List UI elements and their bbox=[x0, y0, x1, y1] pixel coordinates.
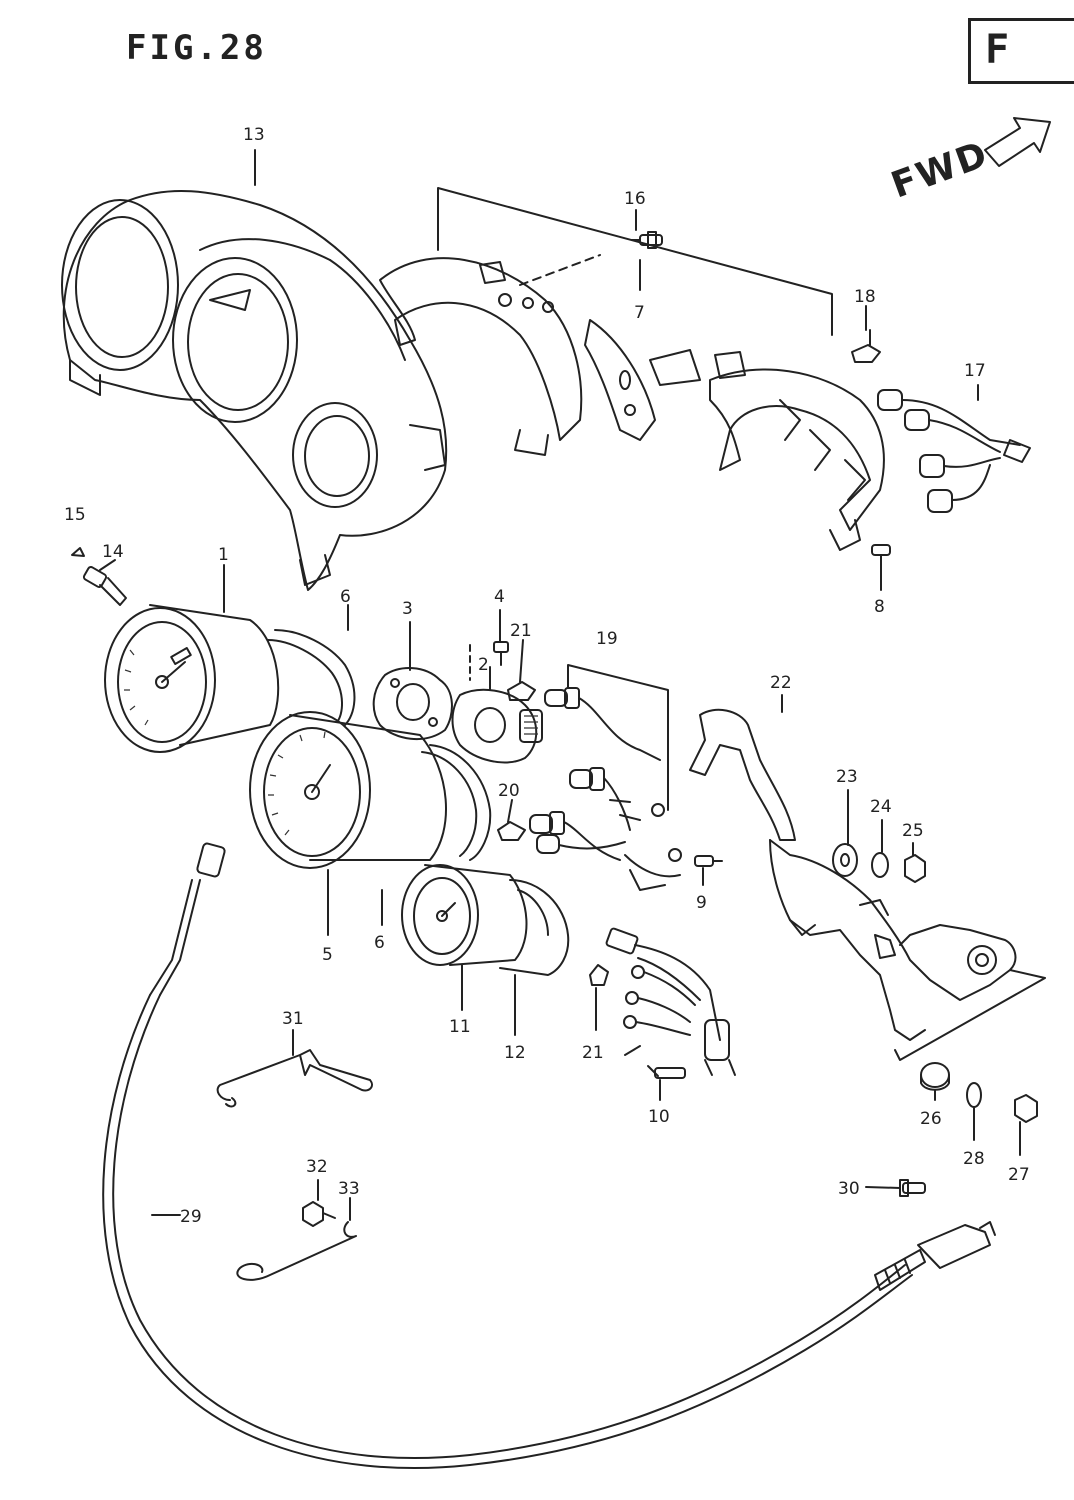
part-7-screw bbox=[631, 231, 663, 249]
part-9-screw bbox=[694, 855, 723, 867]
part-26-grommet bbox=[920, 1062, 950, 1091]
callout-8: 8 bbox=[874, 597, 885, 617]
part-20-grommet bbox=[497, 821, 526, 841]
callout-15: 15 bbox=[64, 505, 86, 525]
part-23-cushion bbox=[832, 843, 858, 877]
callout-12: 12 bbox=[504, 1043, 526, 1063]
callout-leaders bbox=[99, 149, 1021, 1221]
part-6-gasket-upper bbox=[274, 629, 356, 726]
callout-33: 33 bbox=[338, 1179, 360, 1199]
callout-30: 30 bbox=[838, 1179, 860, 1199]
callout-27: 27 bbox=[1008, 1165, 1030, 1185]
callout-13: 13 bbox=[243, 125, 265, 145]
callout-23: 23 bbox=[836, 767, 858, 787]
callout-24: 24 bbox=[870, 797, 892, 817]
part-19-harness bbox=[529, 687, 682, 891]
part-6-gasket-lower bbox=[429, 744, 492, 861]
part-3-plate bbox=[372, 667, 453, 741]
callout-3: 3 bbox=[402, 599, 413, 619]
callout-6-upper: 6 bbox=[340, 587, 351, 607]
callout-16: 16 bbox=[624, 189, 646, 209]
part-14-bulb bbox=[82, 566, 127, 606]
callout-4: 4 bbox=[494, 587, 505, 607]
part-15-bulb-tip bbox=[71, 547, 85, 557]
part-28-washer bbox=[966, 1082, 982, 1108]
callout-1: 1 bbox=[218, 545, 229, 565]
callout-32: 32 bbox=[306, 1157, 328, 1177]
part-8-screw bbox=[871, 544, 891, 566]
part-18-clip bbox=[851, 344, 881, 363]
callout-29: 29 bbox=[180, 1207, 202, 1227]
part-22-bracket bbox=[689, 708, 1017, 1041]
part-10-screw bbox=[647, 1065, 686, 1079]
indicator-panel bbox=[649, 349, 1031, 551]
callout-22: 22 bbox=[770, 673, 792, 693]
meter-inner-panel bbox=[379, 257, 656, 456]
callout-11: 11 bbox=[449, 1017, 471, 1037]
part-21-grommet-upper bbox=[507, 681, 536, 701]
callout-20: 20 bbox=[498, 781, 520, 801]
callout-17: 17 bbox=[964, 361, 986, 381]
part-1-gauge bbox=[104, 604, 280, 753]
section-code: F bbox=[985, 27, 1018, 73]
part-25-nut bbox=[904, 854, 926, 883]
part-11-small-gauge bbox=[401, 864, 528, 966]
callout-28: 28 bbox=[963, 1149, 985, 1169]
part-4-screw bbox=[493, 641, 509, 666]
part-2-socket-plate bbox=[451, 688, 543, 764]
callout-9: 9 bbox=[696, 893, 707, 913]
callout-21-upper: 21 bbox=[510, 621, 532, 641]
callout-25: 25 bbox=[902, 821, 924, 841]
part-12-gasket bbox=[499, 879, 570, 976]
figure-title: FIG.28 bbox=[126, 28, 267, 68]
section-box: F bbox=[968, 18, 1074, 84]
meter-cover bbox=[61, 189, 448, 591]
callout-10: 10 bbox=[648, 1107, 670, 1127]
part-31-clip bbox=[216, 1049, 373, 1101]
callout-7: 7 bbox=[634, 303, 645, 323]
part-24-washer bbox=[871, 852, 889, 878]
callout-2: 2 bbox=[478, 655, 489, 675]
part-27-nut bbox=[1014, 1094, 1038, 1123]
part-33-clip bbox=[236, 1221, 357, 1281]
callout-31: 31 bbox=[282, 1009, 304, 1029]
forward-arrow-icon bbox=[984, 117, 1051, 167]
part-32-bolt bbox=[302, 1201, 336, 1227]
callout-18: 18 bbox=[854, 287, 876, 307]
part-5-speedometer bbox=[249, 711, 447, 869]
part-21-grommet-lower bbox=[589, 964, 609, 986]
callout-leader-19 bbox=[567, 664, 669, 811]
callout-26: 26 bbox=[920, 1109, 942, 1129]
callout-14: 14 bbox=[102, 542, 124, 562]
callout-5: 5 bbox=[322, 945, 333, 965]
callout-19: 19 bbox=[596, 629, 618, 649]
part-29-cable bbox=[102, 842, 996, 1470]
part-30-screw bbox=[899, 1179, 926, 1197]
callout-21-lower: 21 bbox=[582, 1043, 604, 1063]
callout-6-lower: 6 bbox=[374, 933, 385, 953]
lower-harness bbox=[605, 927, 736, 1076]
